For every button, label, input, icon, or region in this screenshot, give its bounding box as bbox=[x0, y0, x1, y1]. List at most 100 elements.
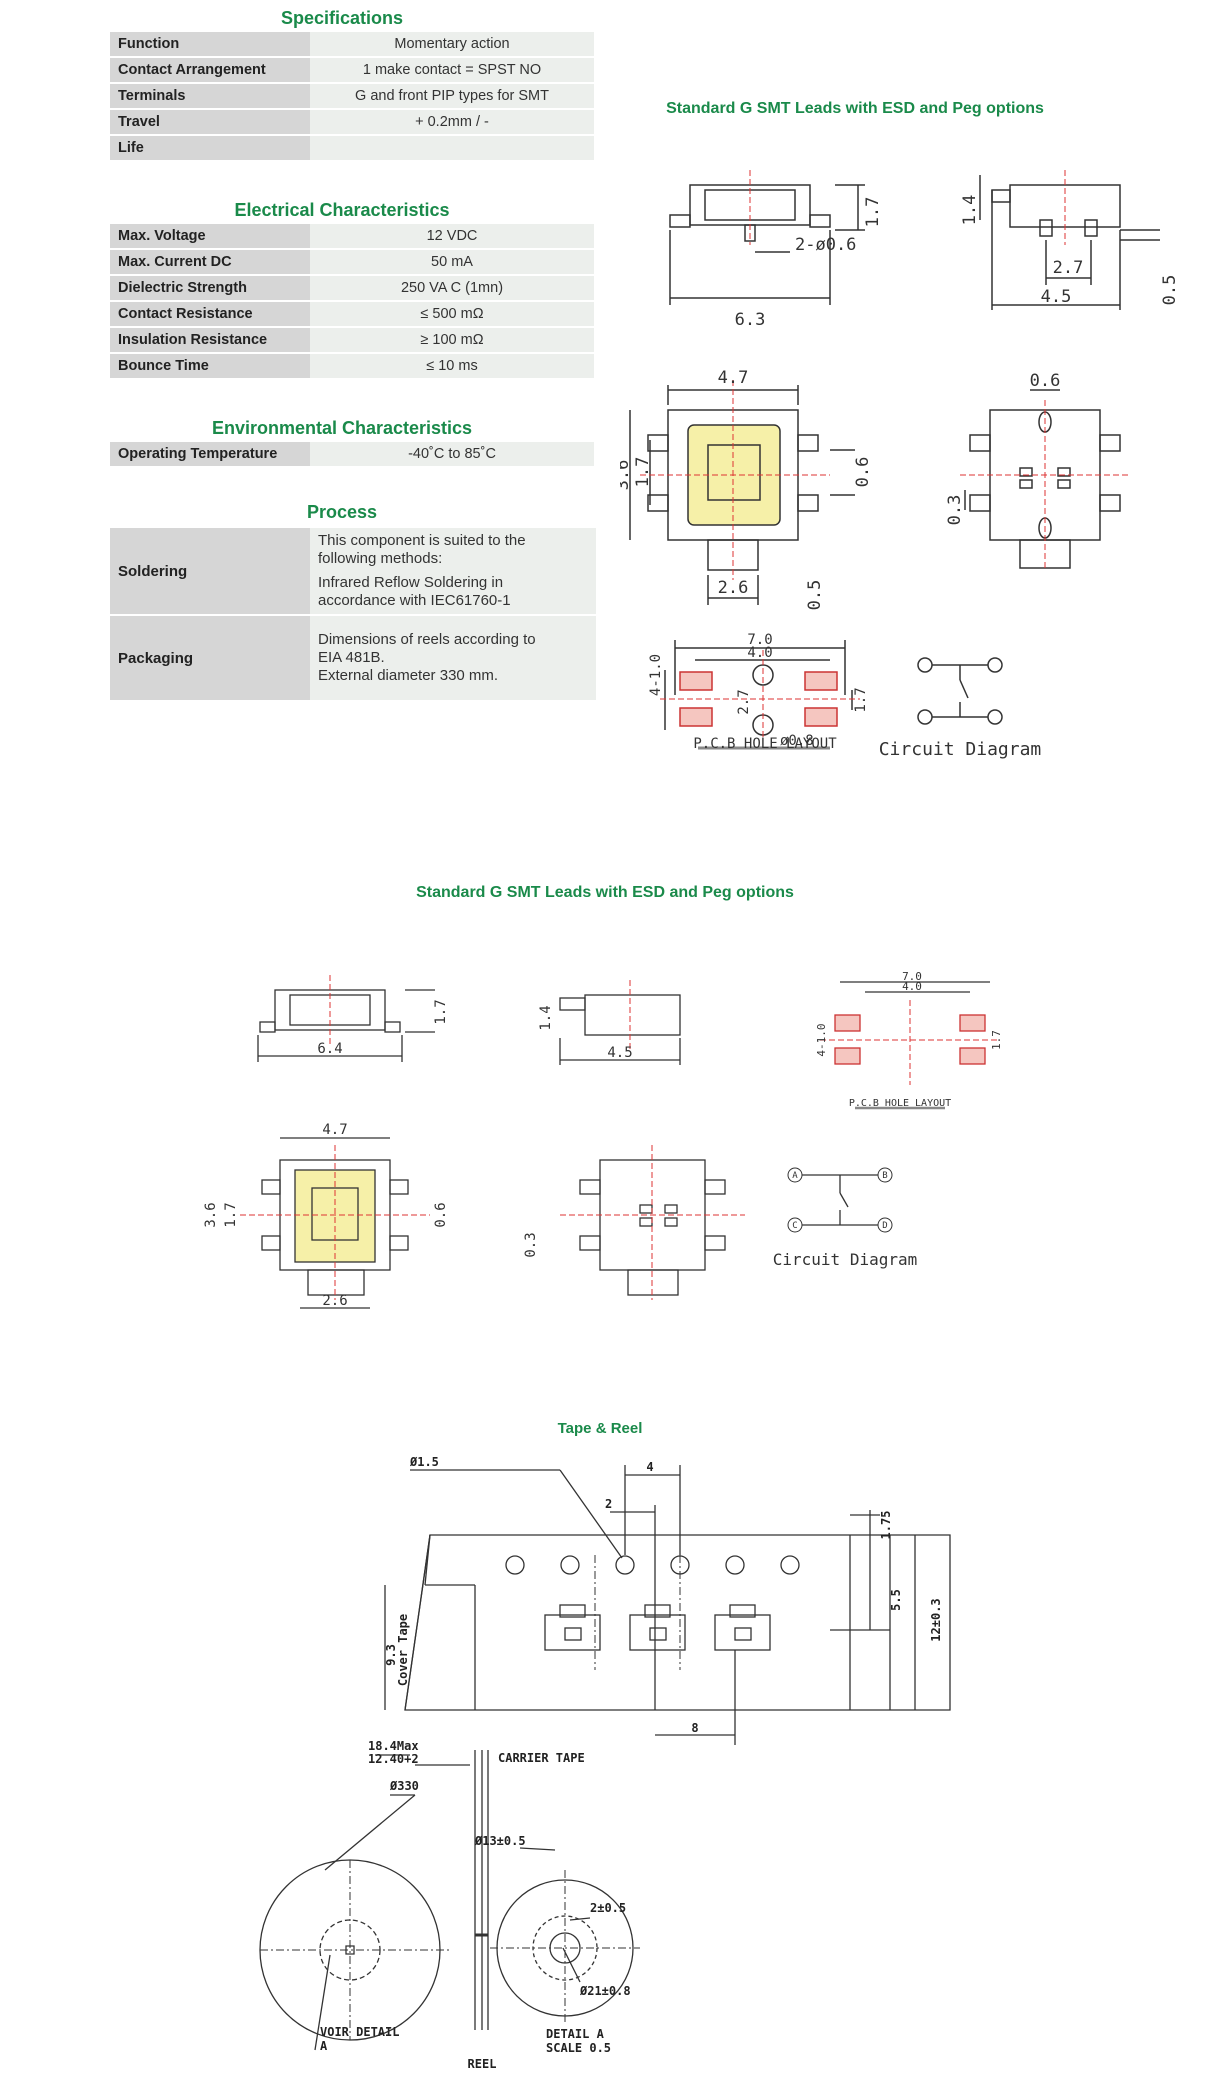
spec-key: Soldering bbox=[110, 528, 310, 614]
detail-label: DETAIL A bbox=[546, 2027, 605, 2041]
dim-label: 2 bbox=[605, 1497, 612, 1511]
spec-value: ≤ 500 mΩ bbox=[310, 302, 594, 326]
dim-label: 1.7 bbox=[433, 999, 449, 1024]
carrier-tape-body bbox=[404, 1534, 951, 1711]
terminal-label: D bbox=[882, 1221, 887, 1231]
dim-label: 18.4Max bbox=[368, 1739, 419, 1753]
side-view-lead bbox=[669, 214, 691, 228]
dim-label: 0.5 bbox=[1160, 275, 1180, 306]
pcb-pad bbox=[804, 707, 838, 727]
terminal-label: C bbox=[792, 1221, 797, 1231]
pcb-label: P.C.B HOLE LAYOUT bbox=[693, 736, 837, 752]
spec-key: Life bbox=[110, 136, 310, 160]
drawing2-title: Standard G SMT Leads with ESD and Peg op… bbox=[416, 884, 794, 901]
soldering-line: following methods: bbox=[318, 550, 443, 567]
table-row: Bounce Time≤ 10 ms bbox=[110, 354, 594, 378]
spec-value: 12 VDC bbox=[310, 224, 594, 248]
spec-key: Dielectric Strength bbox=[110, 276, 310, 300]
spec-key: Bounce Time bbox=[110, 354, 310, 378]
dim-label: Ø21±0.8 bbox=[579, 1984, 631, 1998]
spec-value: -40˚C to 85˚C bbox=[310, 442, 594, 466]
dim-label: 6.4 bbox=[317, 1041, 342, 1057]
spec-key: Contact Arrangement bbox=[110, 58, 310, 82]
dim-label: 1.7 bbox=[853, 687, 869, 712]
spec-value: Momentary action bbox=[310, 32, 594, 56]
spec-value bbox=[310, 136, 594, 160]
environmental-title: Environmental Characteristics bbox=[211, 418, 473, 438]
spec-key: Function bbox=[110, 32, 310, 56]
dim-label: Cover Tape bbox=[396, 1614, 410, 1686]
spec-value: + 0.2mm / - bbox=[310, 110, 594, 134]
spec-key: Max. Voltage bbox=[110, 224, 310, 248]
dim-label: 0.6 bbox=[433, 1202, 449, 1227]
spec-key: Packaging bbox=[110, 616, 310, 700]
table-row: Insulation Resistance≥ 100 mΩ bbox=[110, 328, 594, 352]
end-view-tab bbox=[991, 189, 1011, 203]
dim-label: 1.7 bbox=[990, 1030, 1003, 1050]
dim-label: 3.6 bbox=[620, 460, 633, 491]
electrical-title: Electrical Characteristics bbox=[234, 200, 450, 220]
dim-label: 2-ø0.6 bbox=[795, 235, 856, 255]
dim-label: 1.7 bbox=[223, 1202, 239, 1227]
circuit-label: Circuit Diagram bbox=[879, 739, 1042, 760]
dim-label: 4.5 bbox=[1041, 287, 1072, 307]
dim-label: 4.0 bbox=[902, 980, 922, 993]
terminal-label: A bbox=[792, 1171, 798, 1181]
pcb-pad bbox=[679, 707, 713, 727]
spec-key: Terminals bbox=[110, 84, 310, 108]
end-view-lead bbox=[1039, 219, 1053, 237]
dim-label: 5.5 bbox=[889, 1589, 903, 1611]
specifications-title: Specifications bbox=[280, 8, 404, 28]
dim-label: 4 bbox=[646, 1460, 653, 1474]
drawing1-title: Standard G SMT Leads with ESD and Peg op… bbox=[666, 100, 1044, 117]
packaging-line: EIA 481B. bbox=[318, 649, 385, 666]
spec-value: 50 mA bbox=[310, 250, 594, 274]
voir-label: A bbox=[320, 2039, 328, 2053]
soldering-line: This component is suited to the bbox=[318, 532, 526, 549]
soldering-line: accordance with IEC61760-1 bbox=[318, 592, 511, 609]
table-row: Travel+ 0.2mm / - bbox=[110, 110, 594, 134]
spec-value: ≥ 100 mΩ bbox=[310, 328, 594, 352]
side-view-lead bbox=[809, 214, 831, 228]
process-table: Soldering This component is suited to th… bbox=[110, 526, 596, 702]
dim-label: 4-1.0 bbox=[815, 1023, 828, 1056]
dim-label: 12±0.3 bbox=[929, 1598, 943, 1641]
dim-label: ø0.8 bbox=[780, 733, 814, 749]
dim-label: 1.75 bbox=[879, 1511, 893, 1540]
dim-label: Ø13±0.5 bbox=[474, 1834, 526, 1848]
pcb-label: P.C.B HOLE LAYOUT bbox=[849, 1098, 951, 1109]
circuit-label: Circuit Diagram bbox=[773, 1250, 918, 1269]
detail-label: SCALE 0.5 bbox=[546, 2041, 611, 2055]
spec-key: Max. Current DC bbox=[110, 250, 310, 274]
dim-label: 0.3 bbox=[523, 1232, 539, 1257]
dim-label: 4.0 bbox=[747, 645, 772, 661]
dim-label: 0.6 bbox=[853, 457, 873, 488]
tape-reel-title: Tape & Reel bbox=[557, 1420, 643, 1437]
table-row: Life bbox=[110, 136, 594, 160]
dim-label: 1.7 bbox=[863, 197, 883, 228]
end-view-lead bbox=[1084, 219, 1098, 237]
dim-label: 7.0 bbox=[747, 632, 772, 648]
dim-label: 0.3 bbox=[945, 495, 965, 526]
spec-key: Contact Resistance bbox=[110, 302, 310, 326]
pcb-pad bbox=[804, 671, 838, 691]
spec-value: G and front PIP types for SMT bbox=[310, 84, 594, 108]
dim-label: Ø330 bbox=[389, 1779, 419, 1793]
dim-label: 4-1.0 bbox=[648, 654, 664, 696]
dim-label: 2.6 bbox=[718, 578, 749, 598]
top-view-plunger bbox=[707, 444, 761, 501]
spec-value: Dimensions of reels according to EIA 481… bbox=[310, 616, 596, 700]
dim-label: 2.7 bbox=[736, 689, 752, 714]
carrier-label: CARRIER TAPE bbox=[498, 1751, 585, 1765]
dim-label: 2±0.5 bbox=[590, 1901, 626, 1915]
dim-label: 2.6 bbox=[322, 1293, 347, 1309]
voir-label: VOIR DETAIL bbox=[320, 2025, 399, 2039]
packaging-line: External diameter 330 mm. bbox=[318, 667, 499, 684]
dim-label: 0.5 bbox=[805, 580, 825, 611]
